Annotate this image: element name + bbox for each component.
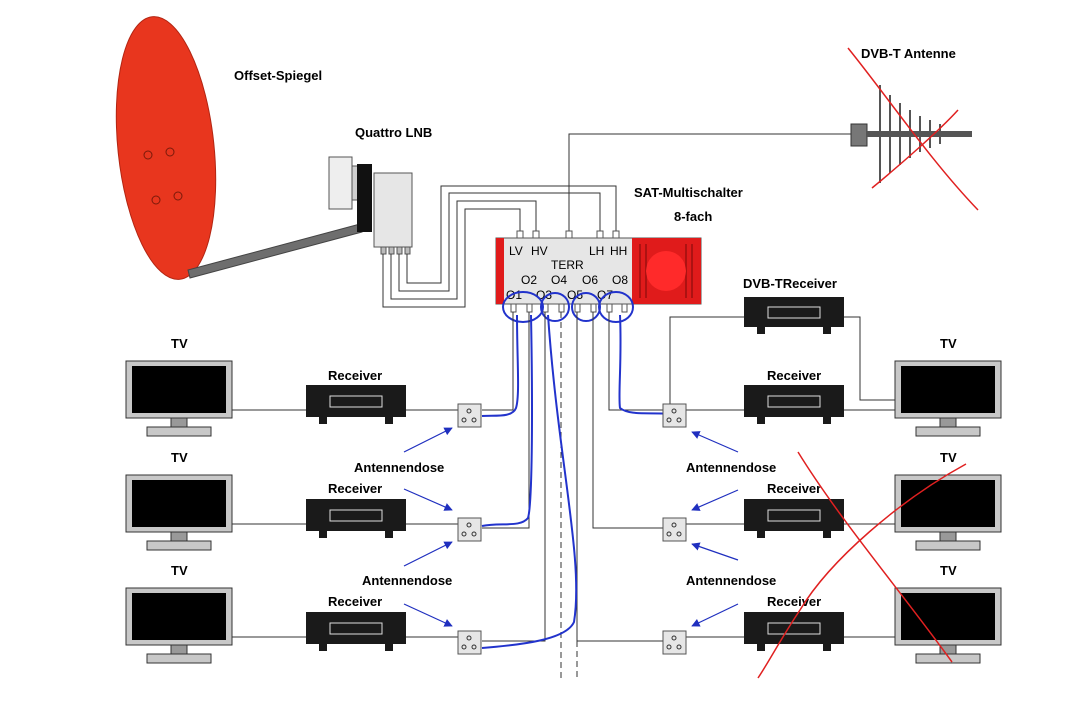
dvbt-receiver (669, 297, 897, 404)
output-o6: O6 (582, 273, 598, 287)
left-room-1 (125, 360, 482, 437)
input-hh: HH (610, 244, 627, 258)
dvbt-antenna-label: DVB-T Antenne (861, 46, 956, 61)
terrestrial-cable (568, 133, 851, 232)
right-room-3 (662, 587, 1002, 664)
receiver-label-left-1: Receiver (328, 368, 382, 383)
output-o4: O4 (551, 273, 567, 287)
dvbt-antenna (847, 47, 979, 211)
tv-label-right-2: TV (940, 450, 957, 465)
tv-label-left-3: TV (171, 563, 188, 578)
blue-coax (481, 314, 682, 649)
left-room-3 (125, 587, 482, 664)
input-lv: LV (509, 244, 523, 258)
arrows-left (403, 427, 453, 627)
quattro-lnb-label: Quattro LNB (355, 125, 432, 140)
offset-dish (115, 16, 363, 280)
dvbt-receiver-label: DVB-TReceiver (743, 276, 837, 291)
output-o2: O2 (521, 273, 537, 287)
tv-label-right-1: TV (940, 336, 957, 351)
receiver-label-left-2: Receiver (328, 481, 382, 496)
output-o5: O5 (567, 288, 583, 302)
tv-label-left-2: TV (171, 450, 188, 465)
sat-multiswitch (495, 230, 702, 313)
receiver-label-right-2: Receiver (767, 481, 821, 496)
arrows-right (691, 431, 739, 627)
right-room-2 (662, 474, 1002, 551)
receiver-label-right-3: Receiver (767, 594, 821, 609)
output-highlights (502, 291, 634, 323)
output-o8: O8 (612, 273, 628, 287)
offset-mirror-label: Offset-Spiegel (234, 68, 322, 83)
tv-label-left-1: TV (171, 336, 188, 351)
input-lh: LH (589, 244, 604, 258)
tv-label-right-3: TV (940, 563, 957, 578)
red-cross-out (757, 451, 967, 679)
lnb-cables (382, 185, 617, 308)
left-room-2 (125, 474, 482, 551)
antennendose-label-right-1: Antennendose (686, 460, 776, 475)
quattro-lnb (328, 156, 413, 255)
multiswitch-title: SAT-Multischalter (634, 185, 743, 200)
output-o1: O1 (506, 288, 522, 302)
input-terr: TERR (551, 258, 584, 272)
antennendose-label-right-2: Antennendose (686, 573, 776, 588)
output-cables (482, 312, 663, 680)
input-hv: HV (531, 244, 548, 258)
right-room-1 (662, 360, 1002, 437)
receiver-label-left-3: Receiver (328, 594, 382, 609)
receiver-label-right-1: Receiver (767, 368, 821, 383)
antennendose-label-left-1: Antennendose (354, 460, 444, 475)
multiswitch-subtitle: 8-fach (674, 209, 712, 224)
antennendose-label-left-2: Antennendose (362, 573, 452, 588)
